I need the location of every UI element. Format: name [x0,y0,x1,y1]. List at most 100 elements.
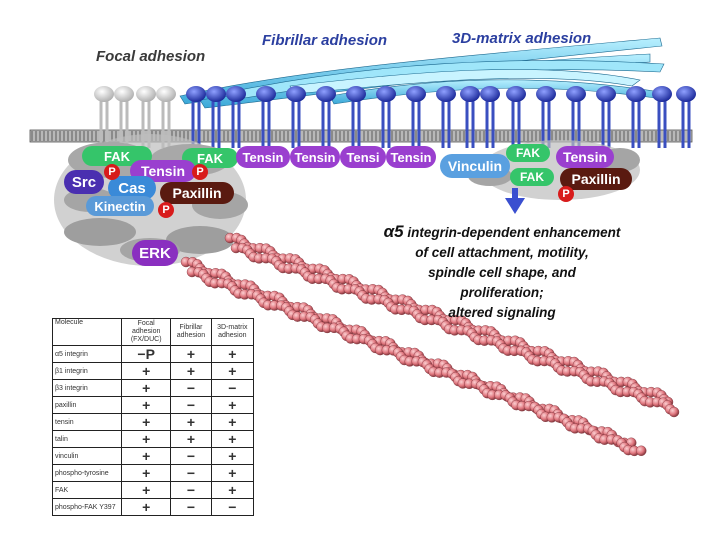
signal-arrow [505,188,525,214]
focal-paxillin: Paxillin [160,182,234,204]
row-fibrillar: + [170,362,212,380]
row-focal: + [120,447,172,465]
table-row: β3 integrin+−− [52,379,255,397]
row-molecule: FAK [52,481,122,499]
table-row: tensin+++ [52,413,255,431]
matrix3d-fak-top: FAK [506,144,550,162]
row-matrix3d: + [210,396,255,414]
row-focal: + [120,464,172,482]
active-integrin [506,86,526,148]
row-molecule: phospho-FAK Y397 [52,498,122,516]
matrix3d-tensin: Tensin [556,146,614,168]
row-matrix3d: + [210,413,255,431]
matrix3d-fak-bottom: FAK [510,168,554,186]
inactive-integrin [136,86,156,148]
row-matrix3d: + [210,481,255,499]
active-integrin [406,86,426,148]
row-matrix3d: − [210,498,255,516]
matrix3d-paxillin: Paxillin [560,168,632,190]
row-focal: + [120,481,172,499]
effect-caption: α5 integrin-dependent enhancement of cel… [352,222,652,323]
row-fibrillar: + [170,430,212,448]
caption-line-5: altered signaling [448,305,556,320]
row-matrix3d: + [210,464,255,482]
table-row: β1 integrin+++ [52,362,255,380]
active-integrin [480,86,500,148]
fibrillar-tensin-3: Tensi [340,146,386,168]
row-focal: + [120,413,172,431]
focal-src: Src [64,170,104,194]
row-molecule: paxillin [52,396,122,414]
row-matrix3d: + [210,345,255,363]
active-integrin [652,86,672,148]
active-integrin [186,86,206,148]
fibrillar-tensin-1: Tensin [236,146,290,168]
row-focal: + [120,362,172,380]
row-fibrillar: + [170,413,212,431]
fibrillar-tensin-4: Tensin [386,146,436,168]
row-focal: + [120,396,172,414]
row-fibrillar: − [170,396,212,414]
active-integrin [536,86,556,148]
caption-line-3: spindle cell shape, and [428,265,576,280]
adhesion-comparison-table: Molecule Focal adhesion (FX/DUC) Fibrill… [52,318,255,516]
fibrillar-tensin-2: Tensin [290,146,340,168]
row-fibrillar: − [170,464,212,482]
row-focal: + [120,498,172,516]
inactive-integrin [114,86,134,148]
row-focal: + [120,379,172,397]
active-integrin [460,86,480,148]
active-integrin [676,86,696,148]
row-molecule: α5 integrin [52,345,122,363]
active-integrin [256,86,276,148]
active-integrin [566,86,586,148]
active-integrin [206,86,226,148]
fibronectin-fibrils [179,37,665,109]
active-integrin [626,86,646,148]
row-molecule: phospho-tyrosine [52,464,122,482]
active-integrin [346,86,366,148]
matrix3d-adhesion-title: 3D-matrix adhesion [452,30,592,47]
caption-line-2: of cell attachment, motility, [415,245,589,260]
alpha5-symbol: α5 [383,222,404,241]
table-row: talin+++ [52,430,255,448]
active-integrin [436,86,456,148]
table-body: α5 integrin−P++β1 integrin+++β3 integrin… [52,345,255,516]
focal-phospho-2: P [192,164,208,180]
collagen-fibers [180,232,680,457]
active-integrin [226,86,246,148]
table-row: FAK+−+ [52,481,255,499]
header-focal: Focal adhesion (FX/DUC) [120,318,172,346]
row-molecule: β1 integrin [52,362,122,380]
inactive-integrin [156,86,176,148]
cell-membrane [29,129,693,143]
row-matrix3d: − [210,379,255,397]
caption-line-1: integrin-dependent enhancement [407,225,621,240]
row-fibrillar: − [170,379,212,397]
focal-fak-2: FAK [182,148,238,168]
fibrillar-adhesion-title: Fibrillar adhesion [262,32,388,49]
row-matrix3d: + [210,430,255,448]
row-matrix3d: + [210,362,255,380]
focal-phospho-3: P [158,202,174,218]
active-integrin [316,86,336,148]
active-integrin [376,86,396,148]
table-row: paxillin+−+ [52,396,255,414]
header-matrix3d: 3D-matrix adhesion [210,318,255,346]
focal-adhesion-title: Focal adhesion [96,48,206,65]
focal-erk: ERK [132,240,178,266]
row-focal: −P [120,345,172,363]
table-header-row: Molecule Focal adhesion (FX/DUC) Fibrill… [52,318,255,346]
focal-phospho-1: P [104,164,120,180]
row-focal: + [120,430,172,448]
header-fibrillar: Fibrillar adhesion [170,318,212,346]
row-molecule: β3 integrin [52,379,122,397]
table-row: α5 integrin−P++ [52,345,255,363]
matrix3d-vinculin: Vinculin [440,154,510,178]
header-molecule: Molecule [52,318,122,346]
integrin-receptors [94,86,696,148]
table-row: phospho-tyrosine+−+ [52,464,255,482]
active-integrin [286,86,306,148]
row-fibrillar: − [170,447,212,465]
